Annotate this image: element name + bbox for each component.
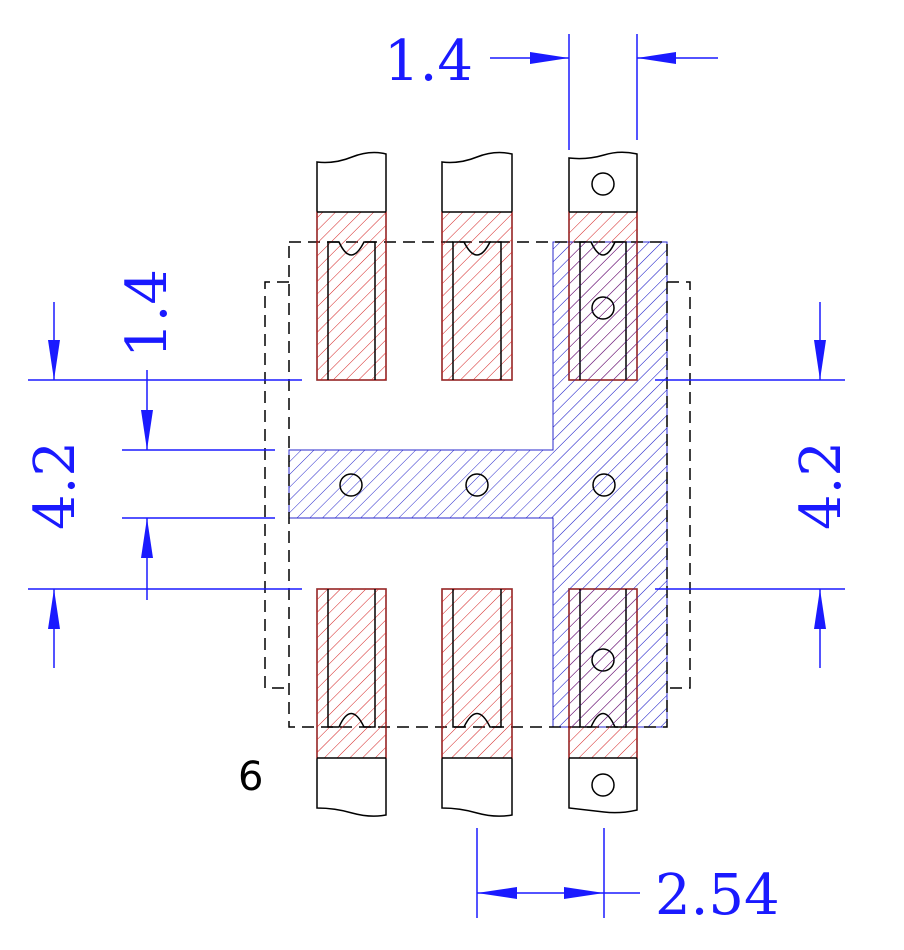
via-1 <box>339 473 363 497</box>
dimension-top: 1.4 <box>384 29 718 150</box>
dimension-bottom-label: 2.54 <box>655 863 780 928</box>
dimension-left-span-label: 4.2 <box>23 441 88 530</box>
bottom-lead-2 <box>441 588 513 817</box>
dimension-right-span-label: 4.2 <box>789 441 854 530</box>
pin-number-label: 6 <box>238 754 263 800</box>
dimension-right-span: 4.2 <box>655 302 854 668</box>
top-lead-2 <box>441 151 513 381</box>
via-3 <box>592 473 616 497</box>
via-2 <box>465 473 489 497</box>
dimension-top-label: 1.4 <box>384 29 473 94</box>
dimension-left-pad: 1.4 <box>28 269 302 451</box>
dimension-bottom: 2.54 <box>476 828 780 928</box>
top-lead-1 <box>316 151 387 381</box>
bottom-lead-1 <box>316 588 387 817</box>
thermal-overlay <box>553 242 667 727</box>
dimension-left-span: 4.2 <box>23 302 302 668</box>
dimension-left-pad-label: 1.4 <box>115 269 180 358</box>
